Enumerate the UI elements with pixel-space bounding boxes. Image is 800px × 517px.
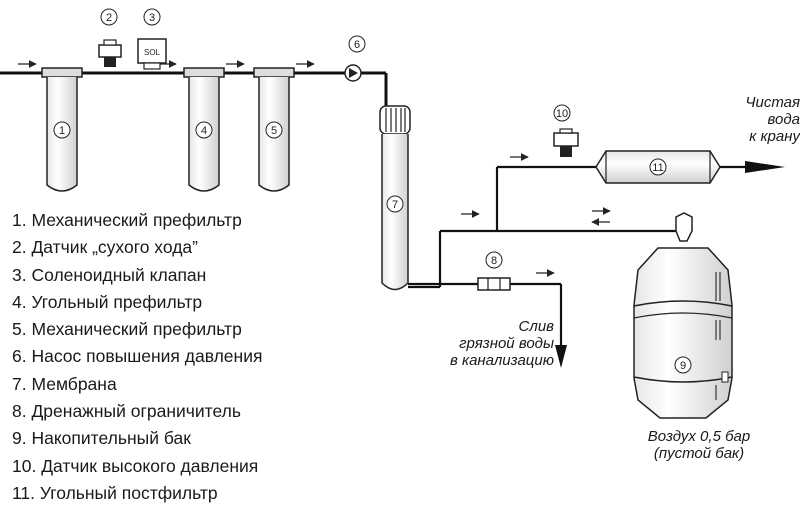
marker-11: 11: [652, 162, 663, 174]
solenoid-label: SOL: [144, 48, 161, 57]
output-pipes: [408, 165, 745, 345]
filter-4: 4: [183, 67, 225, 192]
filter-1: 1: [41, 67, 83, 192]
marker-7: 7: [392, 199, 398, 211]
marker-8: 8: [491, 255, 497, 267]
high-pressure-sensor: 10: [553, 104, 579, 157]
booster-pump: 6: [344, 35, 366, 82]
filter-5: 5: [253, 67, 295, 192]
legend-item: 2. Датчик „сухого хода”: [12, 237, 198, 258]
legend-item: 5. Механический префильтр: [12, 319, 242, 340]
legend-item: 3. Соленоидный клапан: [12, 264, 207, 285]
legend-item: 4. Угольный префильтр: [12, 291, 203, 312]
solenoid-valve: SOL 3: [137, 8, 167, 70]
flow-restrictor: 8: [477, 251, 511, 291]
big-arrows: [555, 161, 785, 368]
legend-item: 7. Мембрана: [12, 373, 117, 394]
tank-pressure-label: Воздух 0,5 бар (пустой бак): [624, 428, 774, 462]
marker-9: 9: [680, 360, 686, 372]
storage-tank: 9: [633, 212, 733, 419]
membrane: 7: [379, 105, 411, 291]
legend-item: 11. Угольный постфильтр: [12, 482, 218, 503]
clean-water-label-line3: к крану: [749, 128, 800, 145]
legend-item: 8. Дренажный ограничитель: [12, 401, 241, 422]
legend-item: 6. Насос повышения давления: [12, 346, 263, 367]
drain-label: Слив грязной воды в канализацию: [414, 318, 554, 369]
marker-5: 5: [271, 125, 277, 137]
tank-pressure-label-line2: (пустой бак): [653, 445, 745, 462]
marker-2: 2: [106, 12, 112, 24]
clean-water-label-line2: вода: [767, 111, 800, 128]
flow-arrows: [18, 60, 611, 277]
marker-3: 3: [149, 12, 155, 24]
component-legend: 1. Механический префильтр 2. Датчик „сух…: [12, 207, 262, 507]
marker-6: 6: [354, 39, 360, 51]
dry-run-sensor: 2: [98, 8, 122, 67]
tank-pressure-label-line1: Воздух 0,5 бар: [647, 428, 751, 445]
marker-1: 1: [59, 125, 65, 137]
marker-4: 4: [201, 125, 207, 137]
post-filter: 11: [595, 150, 721, 184]
clean-water-label: Чистая вода к крану: [728, 94, 800, 145]
marker-10: 10: [556, 108, 568, 120]
legend-item: 10. Датчик высокого давления: [12, 455, 259, 476]
legend-item: 9. Накопительный бак: [12, 428, 191, 449]
legend-item: 1. Механический префильтр: [12, 210, 242, 230]
drain-label-line2: грязной воды: [459, 335, 554, 352]
clean-water-label-line1: Чистая: [745, 94, 800, 111]
drain-label-line3: в канализацию: [450, 352, 554, 369]
drain-label-line1: Слив: [518, 318, 554, 335]
